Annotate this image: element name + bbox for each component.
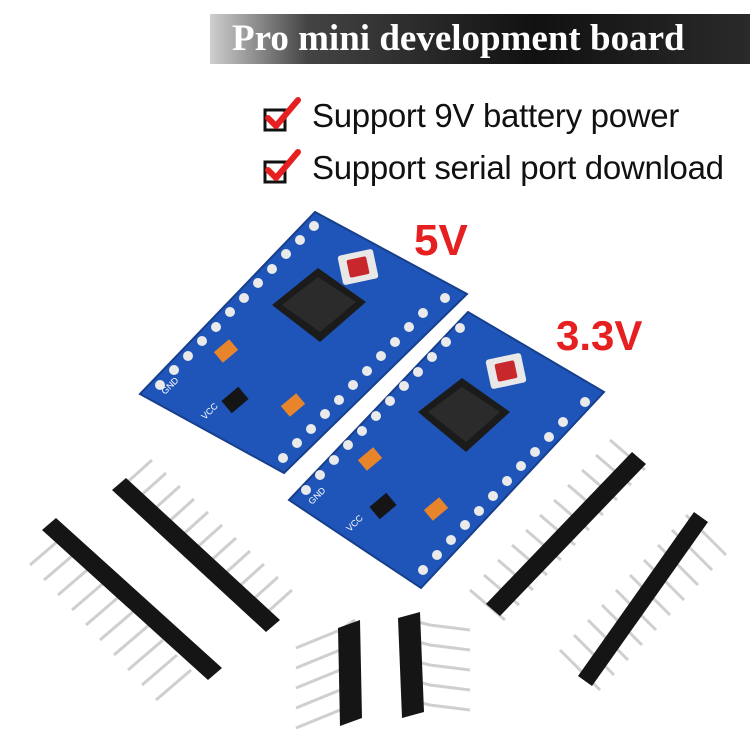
red-checkmark-icon [263,97,301,132]
feature-row-battery: Support 9V battery power [262,94,679,138]
voltage-label-5v: 5V [414,216,468,265]
pin-header-strip [469,438,646,622]
red-checkmark-icon [263,149,301,184]
feature-text: Support 9V battery power [312,97,680,134]
title-banner [210,14,750,64]
pin-header-strip [112,458,294,632]
voltage-label-3v3: 3.3V [556,312,643,359]
pin-header-strip [558,512,728,692]
pin-header-strip [398,612,471,718]
pro-mini-board-5v: VCC GND [138,210,469,475]
pin-header-strip [29,518,222,702]
pin-header-strip [295,618,362,730]
feature-text: Support serial port download [312,149,724,186]
banner-title: Pro mini development board [232,18,685,59]
feature-row-serial: Support serial port download [262,146,724,190]
pro-mini-board-3v3: VCC GND [287,310,606,590]
